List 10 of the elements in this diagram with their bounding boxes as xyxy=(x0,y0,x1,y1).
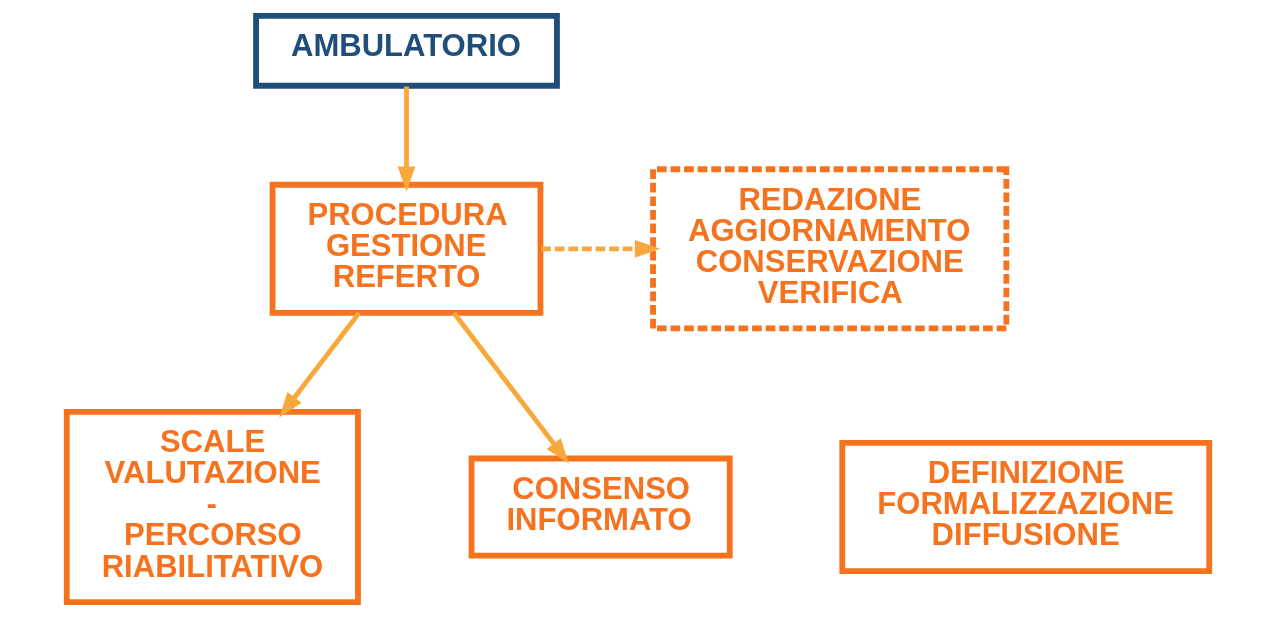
node-box: PROCEDURA GESTIONE REFERTO xyxy=(269,181,543,316)
node-box: CONSENSO INFORMATO xyxy=(468,455,733,559)
node-box: SCALE VALUTAZIONE - PERCORSO RIABILITATIVO xyxy=(63,408,361,606)
node-box: REDAZIONE AGGIORNAMENTO CONSERVAZIONE VERIFICA xyxy=(649,166,1009,332)
node-box: DEFINIZIONE FORMALIZZAZIONE DIFFUSIONE xyxy=(838,440,1212,574)
node-box: AMBULATORIO xyxy=(252,12,560,89)
arrow xyxy=(278,311,361,418)
arrow xyxy=(451,311,569,464)
arrow xyxy=(540,239,660,258)
arrow xyxy=(397,86,415,192)
